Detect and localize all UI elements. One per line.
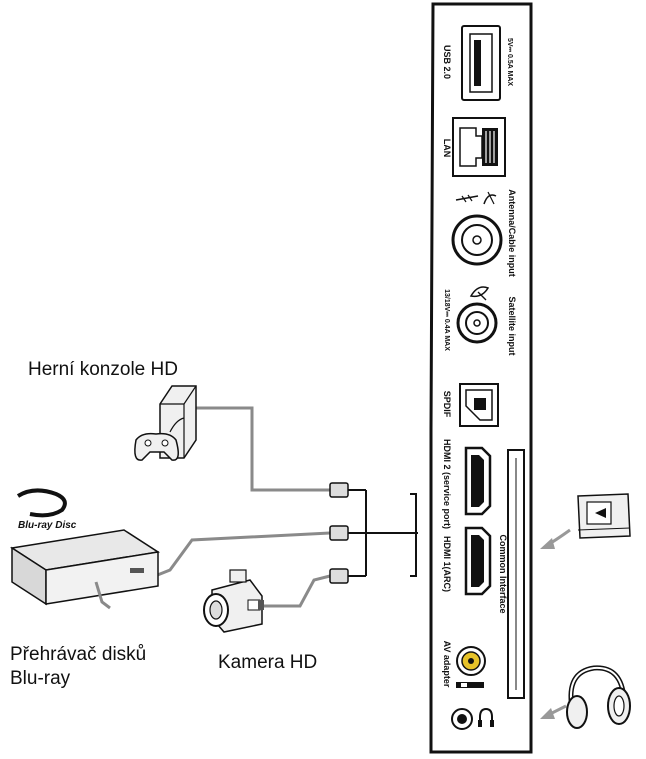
headphones-icon bbox=[566, 665, 631, 729]
spdif-port[interactable]: SPDIF bbox=[442, 383, 499, 427]
usb-spec: 5V⎓ 0.5A MAX bbox=[506, 38, 513, 86]
hdmi-2-label: HDMI 2 (service port) bbox=[442, 439, 452, 529]
hdmi-1-label: HDMI 1(ARC) bbox=[442, 536, 452, 592]
spdif-label: SPDIF bbox=[442, 391, 452, 418]
antenna-label: Antenna/Cable input bbox=[507, 189, 517, 277]
hdmi-2-port[interactable]: HDMI 2 (service port) bbox=[442, 439, 492, 529]
headphone-jack[interactable] bbox=[451, 707, 494, 730]
common-interface-slot[interactable]: Common Interface bbox=[498, 449, 525, 699]
bluray-player-icon bbox=[9, 529, 161, 610]
antenna-input[interactable]: Antenna/Cable input bbox=[451, 189, 517, 277]
camera-icon bbox=[203, 569, 264, 633]
satellite-dish-icon bbox=[469, 286, 490, 301]
bluray-label-line1: Přehrávač disků bbox=[10, 644, 146, 665]
lan-port[interactable]: LAN bbox=[442, 117, 506, 177]
camera-label: Kamera HD bbox=[218, 652, 317, 673]
usb-port[interactable]: USB 2.0 5V⎓ 0.5A MAX bbox=[442, 25, 513, 101]
satellite-spec: 13/18V⎓ 0.4A MAX bbox=[443, 289, 450, 351]
lan-label: LAN bbox=[442, 139, 452, 158]
antenna-icon bbox=[455, 191, 497, 205]
av-adapter-label: AV adapter bbox=[442, 641, 452, 688]
insert-arrow-card-icon bbox=[540, 528, 571, 549]
headphone-symbol-icon bbox=[478, 707, 494, 727]
hdmi-1-port[interactable]: HDMI 1(ARC) bbox=[442, 526, 492, 596]
usb-label: USB 2.0 bbox=[442, 45, 452, 79]
game-console-icon bbox=[134, 385, 197, 461]
av-adapter-port[interactable]: AV adapter bbox=[442, 641, 486, 688]
satellite-label: Satellite input bbox=[507, 296, 517, 355]
hdmi-plugs bbox=[329, 482, 366, 584]
game-console-label: Herní konzole HD bbox=[28, 359, 178, 380]
common-interface-label: Common Interface bbox=[498, 534, 508, 613]
satellite-input[interactable]: Satellite input 13/18V⎓ 0.4A MAX bbox=[443, 286, 517, 356]
tv-back-panel bbox=[429, 2, 533, 754]
insert-arrow-headphones-icon bbox=[540, 704, 567, 719]
cables bbox=[149, 406, 331, 608]
bluray-logo-text: Blu-ray Disc bbox=[18, 520, 77, 531]
connection-bracket bbox=[365, 490, 418, 577]
bluray-logo: Blu-ray Disc bbox=[16, 488, 77, 531]
bluray-label-line2: Blu-ray bbox=[10, 668, 71, 689]
ci-card-icon bbox=[577, 493, 631, 539]
